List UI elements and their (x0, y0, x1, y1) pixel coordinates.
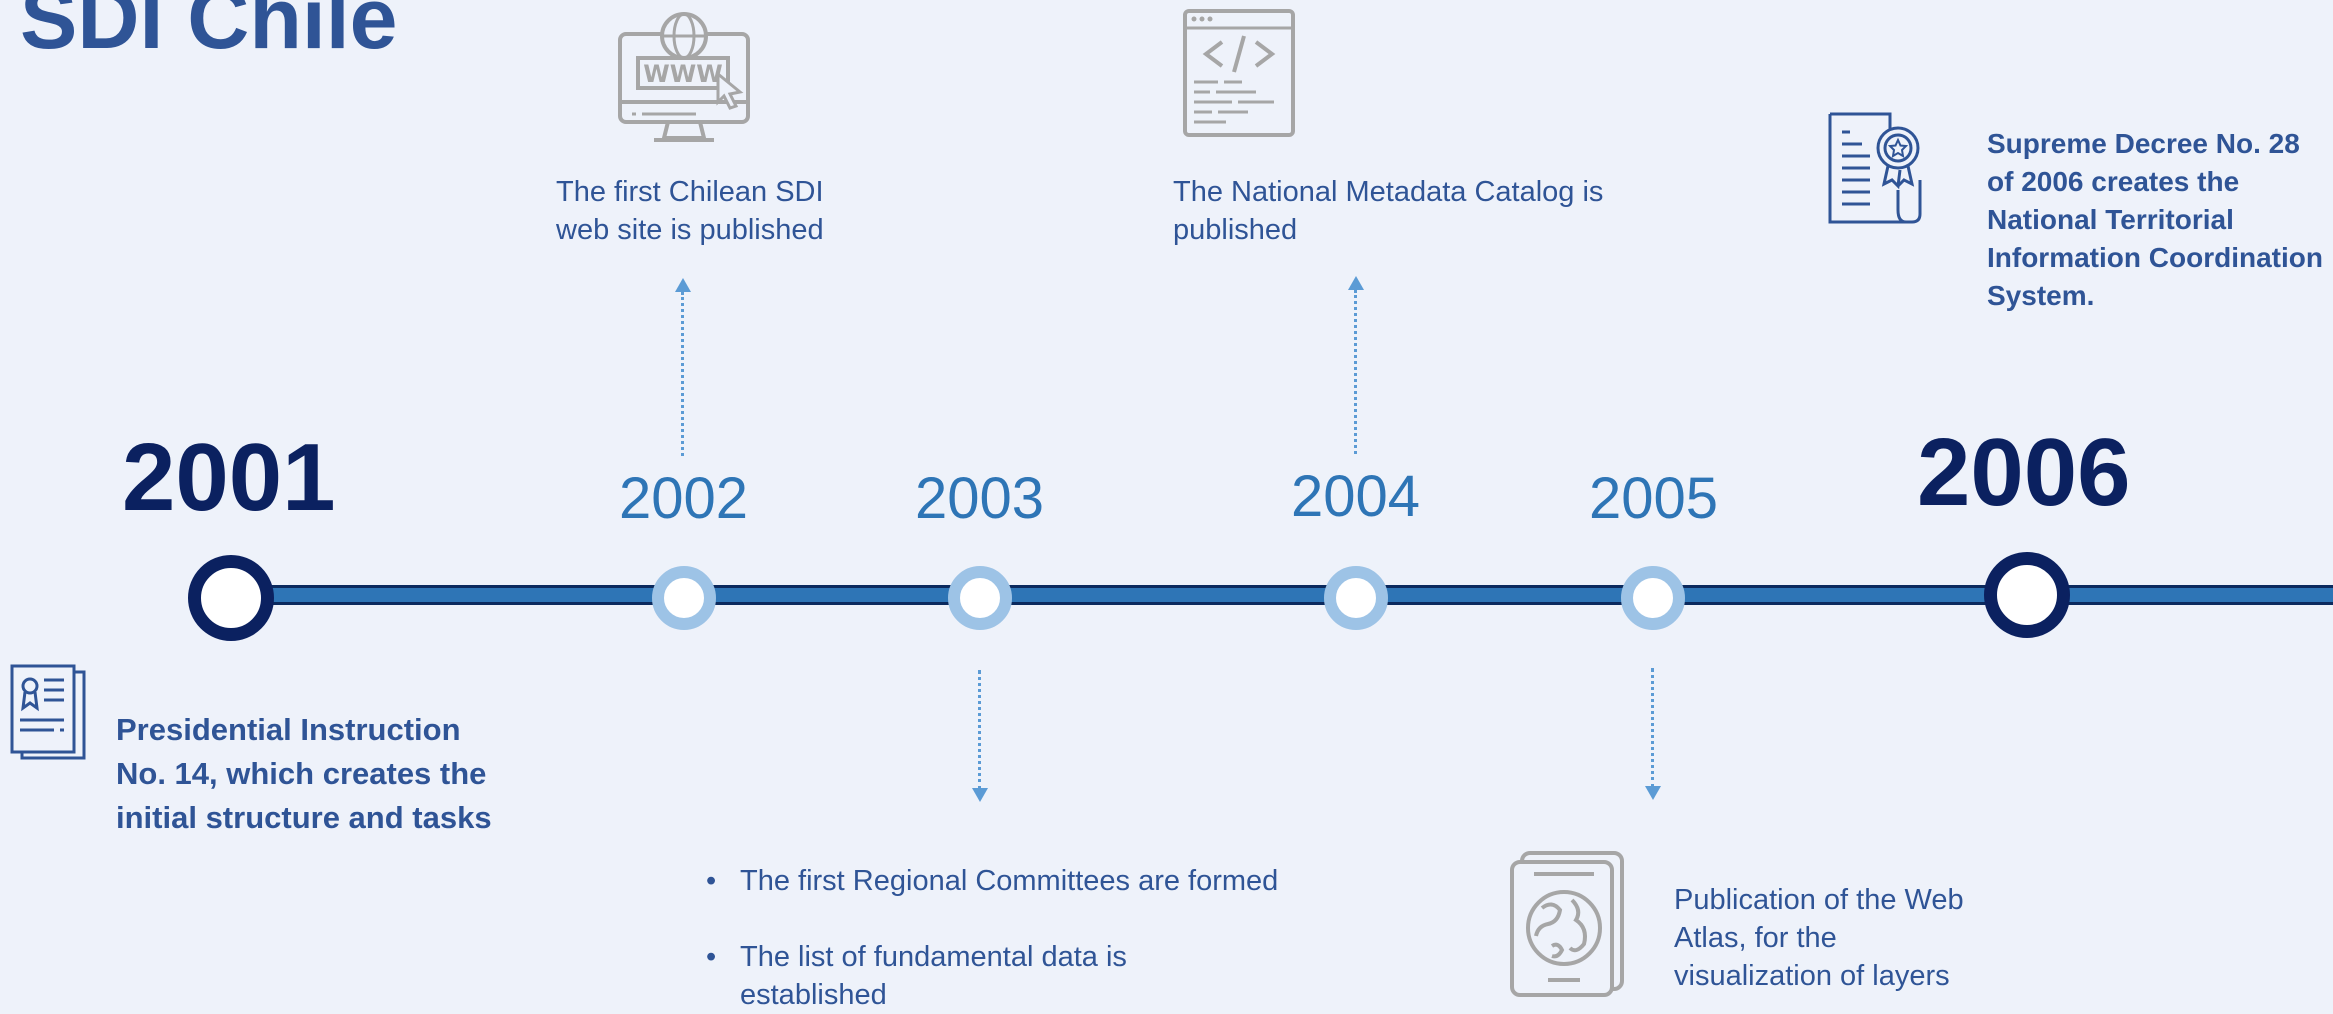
timeline-node-2001 (188, 555, 274, 641)
event-line: No. 14, which creates the (116, 756, 487, 791)
event-line: Supreme Decree No. 28 (1987, 128, 2300, 159)
arrow-head-2005 (1645, 786, 1661, 800)
event-line: System. (1987, 280, 2095, 311)
timeline-node-2004 (1324, 566, 1388, 630)
arrow-head-2004 (1348, 276, 1364, 290)
timeline-node-2002 (652, 566, 716, 630)
event-line: initial structure and tasks (116, 800, 492, 835)
timeline-node-2006 (1984, 552, 2070, 638)
arrow-line-2003 (978, 670, 981, 790)
event-line: National Territorial (1987, 204, 2234, 235)
event-text-2005: Publication of the Web Atlas, for the vi… (1674, 881, 2034, 995)
event-line: web site is published (556, 214, 824, 246)
timeline-bar (230, 585, 2333, 605)
arrow-line-2002 (681, 292, 684, 456)
event-line: The National Metadata Catalog is (1173, 176, 1604, 208)
arrow-head-2002 (675, 278, 691, 292)
timeline-node-2005 (1621, 566, 1685, 630)
year-label-2001: 2001 (122, 424, 336, 531)
www-monitor-icon: WWW (618, 12, 750, 142)
bullet-line: The first Regional Committees are formed (740, 865, 1279, 897)
year-label-2005: 2005 (1589, 466, 1719, 531)
year-label-2002: 2002 (619, 466, 749, 531)
arrow-line-2005 (1651, 668, 1654, 788)
world-atlas-icon (1510, 851, 1624, 997)
timeline-node-2003 (948, 566, 1012, 630)
year-label-2004: 2004 (1291, 464, 1421, 529)
bullet-item: The first Regional Committees are formed (702, 862, 1322, 900)
event-line: published (1173, 214, 1298, 246)
page-title: SDI Chile (20, 0, 398, 67)
decree-document-icon (1828, 112, 1922, 224)
certificate-icon (10, 664, 86, 760)
event-line: of 2006 creates the (1987, 166, 2240, 197)
event-line: visualization of layers (1674, 960, 1950, 992)
arrow-head-2003 (972, 788, 988, 802)
event-line: Publication of the Web (1674, 884, 1964, 916)
event-line: Presidential Instruction (116, 712, 461, 747)
svg-text:WWW: WWW (643, 60, 722, 88)
bullet-line: established (740, 979, 887, 1011)
event-text-2001: Presidential Instruction No. 14, which c… (116, 708, 536, 840)
event-text-2002: The first Chilean SDI web site is publis… (556, 173, 856, 249)
code-window-icon (1183, 9, 1295, 137)
event-line: Information Coordination (1987, 242, 2323, 273)
bullet-line: The list of fundamental data is (740, 941, 1127, 973)
event-bullets-2003: The first Regional Committees are formed… (702, 862, 1322, 1014)
event-line: The first Chilean SDI (556, 176, 824, 208)
event-line: Atlas, for the (1674, 922, 1837, 954)
year-label-2003: 2003 (915, 466, 1045, 531)
event-text-2004: The National Metadata Catalog is publish… (1173, 173, 1653, 249)
year-label-2006: 2006 (1917, 419, 2131, 526)
arrow-line-2004 (1354, 290, 1357, 454)
bullet-item: The list of fundamental data is establis… (702, 938, 1322, 1014)
event-text-2006: Supreme Decree No. 28 of 2006 creates th… (1987, 125, 2333, 315)
